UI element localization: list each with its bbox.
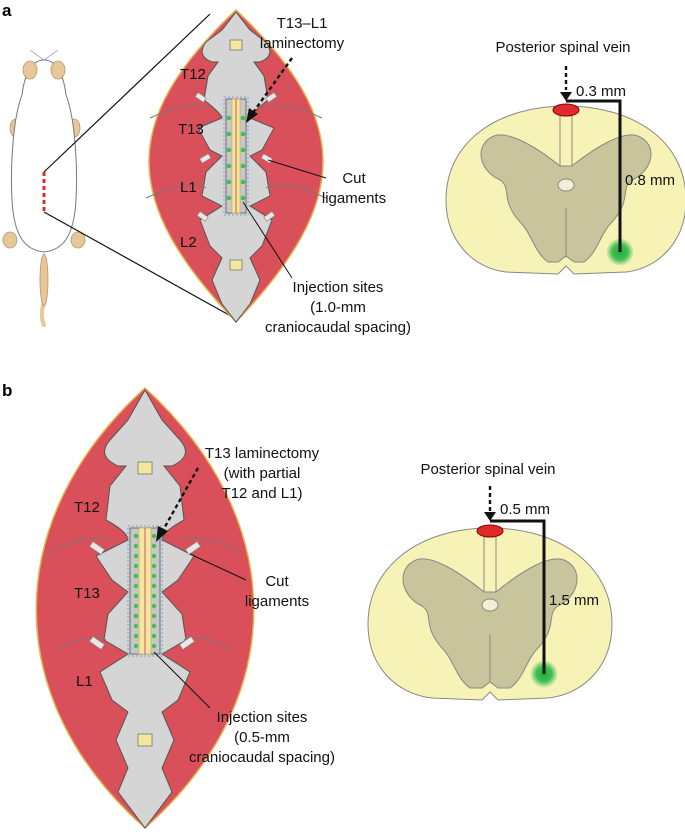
laminectomy-label-b-line3: T12 and L1) bbox=[222, 485, 303, 502]
vein-arrowhead-b bbox=[484, 512, 496, 521]
panel-a-letter: a bbox=[2, 1, 12, 20]
posterior-spinal-vein-a bbox=[552, 103, 580, 117]
mouse-illustration bbox=[2, 49, 86, 327]
cord-cross-section-a bbox=[445, 105, 685, 275]
posterior-spinal-vein-b bbox=[476, 524, 504, 538]
cut-ligaments-label-a-line2: ligaments bbox=[322, 190, 386, 207]
cord-cross-section-b bbox=[367, 527, 613, 701]
cut-ligaments-pointer-a bbox=[267, 159, 327, 179]
injection-pointer-a bbox=[242, 201, 293, 279]
injection-pointer-b bbox=[153, 651, 211, 709]
laminectomy-label-a-line1: T13–L1 bbox=[277, 15, 328, 32]
cut-ligaments-label-b-line2: ligaments bbox=[245, 593, 309, 610]
laminectomy-arrow-a bbox=[251, 57, 293, 115]
depth-b: 1.5 mm bbox=[549, 592, 599, 609]
lateral-offset-a: 0.3 mm bbox=[576, 83, 626, 100]
vein-label-b: Posterior spinal vein bbox=[420, 461, 555, 478]
vertebra-label-t13-b: T13 bbox=[74, 585, 100, 602]
laminectomy-arrowhead-a bbox=[246, 108, 258, 123]
injection-label-a-line2: (1.0-mm bbox=[310, 299, 366, 316]
injection-label-b-line3: craniocaudal spacing) bbox=[189, 749, 335, 766]
cut-ligaments-label-b-line1: Cut bbox=[265, 573, 289, 590]
spine-illustration-a bbox=[145, 8, 327, 324]
lateral-offset-b: 0.5 mm bbox=[500, 501, 550, 518]
coordinate-line-b bbox=[490, 519, 546, 674]
injection-label-a-line3: craniocaudal spacing) bbox=[265, 319, 411, 336]
laminectomy-arrow-b bbox=[160, 467, 200, 533]
vertebra-label-l1-a: L1 bbox=[180, 179, 197, 196]
laminectomy-label-b-line2: (with partial bbox=[224, 465, 301, 482]
depth-a: 0.8 mm bbox=[625, 172, 675, 189]
injection-label-a-line1: Injection sites bbox=[293, 279, 384, 296]
laminectomy-label-b-line1: T13 laminectomy bbox=[205, 445, 320, 462]
zoom-line-top bbox=[43, 13, 211, 173]
cut-ligaments-pointer-b bbox=[189, 553, 247, 581]
laminectomy-arrowhead-b bbox=[156, 526, 168, 542]
injection-label-b-line2: (0.5-mm bbox=[234, 729, 290, 746]
vertebra-label-t12-b: T12 bbox=[74, 499, 100, 516]
cut-ligaments-label-a-line1: Cut bbox=[342, 170, 366, 187]
vertebra-label-t12-a: T12 bbox=[180, 66, 206, 83]
coordinate-line-a bbox=[566, 99, 622, 252]
vertebra-label-l1-b: L1 bbox=[76, 673, 93, 690]
panel-b-letter: b bbox=[2, 381, 12, 400]
zoom-line-bottom bbox=[43, 211, 239, 321]
spine-illustration-b bbox=[35, 386, 255, 830]
injection-label-b-line1: Injection sites bbox=[217, 709, 308, 726]
vein-label-a: Posterior spinal vein bbox=[495, 39, 630, 56]
vertebra-label-t13-a: T13 bbox=[178, 121, 204, 138]
vertebra-label-l2-a: L2 bbox=[180, 234, 197, 251]
laminectomy-label-a-line2: laminectomy bbox=[260, 35, 345, 52]
vein-arrowhead-a bbox=[560, 92, 572, 101]
